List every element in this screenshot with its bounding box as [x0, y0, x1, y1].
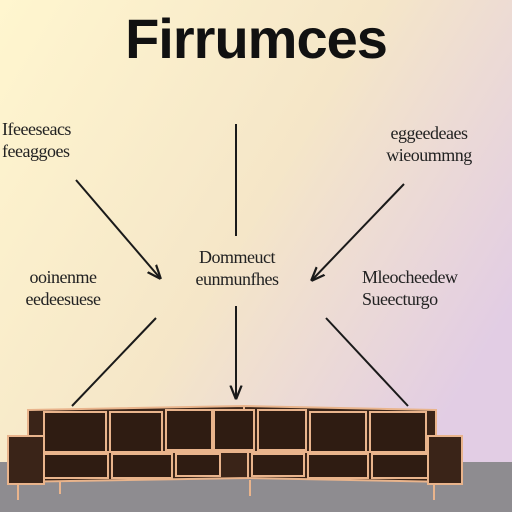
sofa-arm-left [7, 435, 45, 485]
line-bottom-right [325, 317, 409, 407]
label-mid-right-line1: Mleocheedew [362, 267, 458, 287]
label-mid-right-line2: Sueecturgo [362, 289, 438, 309]
label-mid-left: ooinenme eedeesuese [0, 266, 126, 310]
arrow-top-left [75, 179, 160, 278]
arrow-top-right [312, 183, 405, 280]
label-top-right-line2: wieoummng [386, 145, 472, 165]
sectional-sofa [7, 404, 463, 500]
label-center: Dommeuct eunmunfhes [172, 246, 302, 290]
page-title: Firrumces [125, 7, 388, 70]
label-mid-left-line2: eedeesuese [25, 289, 101, 309]
label-center-line1: Dommeuct [199, 247, 275, 267]
sofa-arm-right [427, 435, 463, 485]
label-top-left-line2: feeaggoes [2, 141, 70, 161]
label-mid-left-line1: ooinenme [29, 267, 97, 287]
label-top-right: eggeedeaes wieoummng [354, 122, 504, 166]
label-mid-right: Mleocheedew Sueecturgo [362, 266, 458, 310]
label-top-left-line1: Ifeeeseacs [2, 119, 71, 139]
label-top-right-line1: eggeedeaes [390, 123, 468, 143]
line-bottom-left [71, 317, 157, 407]
label-top-left: Ifeeeseacs feeaggoes [2, 118, 71, 162]
label-center-line2: eunmunfhes [195, 269, 279, 289]
